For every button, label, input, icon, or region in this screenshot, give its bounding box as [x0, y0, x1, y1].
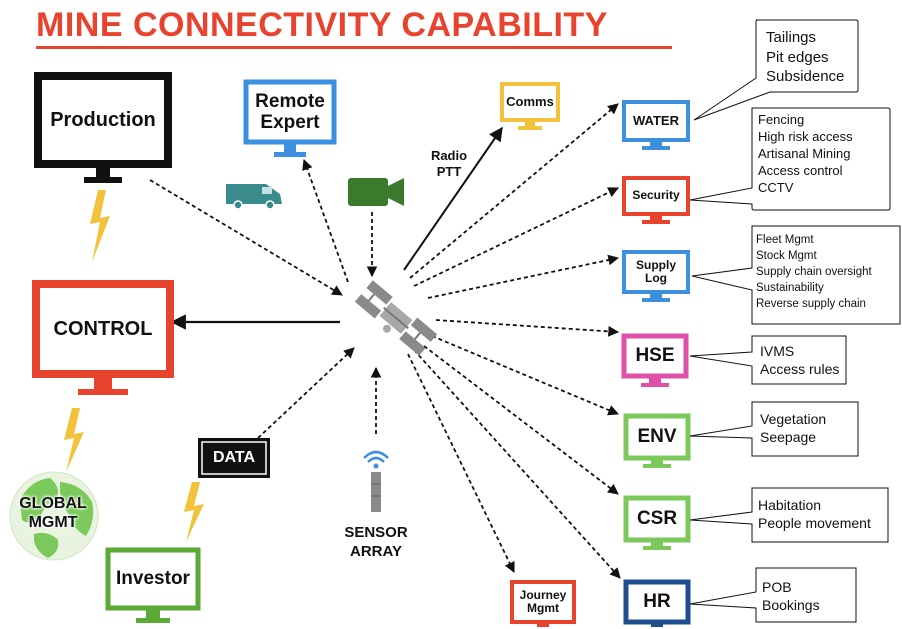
- monitor-csr: [623, 495, 691, 550]
- connector-satellite-hse: [435, 319, 620, 337]
- satellite-icon: [354, 280, 438, 356]
- lightning-icon: [90, 190, 110, 262]
- connector-data-satellite: [257, 347, 355, 439]
- callout-item: Artisanal Mining: [758, 145, 851, 161]
- van-icon: [226, 184, 282, 210]
- callout-item: Bookings: [762, 597, 820, 614]
- monitor-control: [32, 280, 174, 395]
- callout-water-bubble: [693, 19, 859, 121]
- callout-item: Habitation: [758, 497, 822, 513]
- callout-item: Subsidence: [766, 68, 845, 85]
- node-global-mgmt-label: GLOBAL MGMT: [19, 495, 87, 532]
- callout-hr-bubble: [689, 567, 857, 623]
- node-production-label: Production: [50, 108, 156, 131]
- callout-item: Pit edges: [766, 48, 829, 66]
- callout-env-bubble: [689, 401, 859, 457]
- connector-satellite-security: [413, 187, 619, 287]
- callout-hr-text: POB Bookings: [762, 578, 820, 614]
- title-underline: [36, 46, 672, 49]
- connectors: [149, 103, 621, 579]
- connector-satellite-remote-expert: [302, 158, 349, 283]
- callout-csr-text: Habitation People movement: [758, 496, 871, 532]
- callout-item: POB: [762, 579, 792, 595]
- node-remote-expert-label: Remote Expert: [255, 90, 325, 133]
- monitor-hr: [623, 579, 691, 627]
- monitor-comms: [500, 82, 560, 130]
- node-control-label: CONTROL: [53, 317, 153, 340]
- connector-satellite-env: [431, 335, 619, 416]
- monitor-security: [622, 176, 690, 224]
- monitor-hse: [621, 333, 689, 387]
- callout-item: Access control: [758, 162, 843, 178]
- lightning-icons: [64, 190, 204, 542]
- monitor-data: [198, 438, 270, 478]
- callout-hse-text: IVMS Access rules: [760, 342, 839, 378]
- callout-item: Fleet Mgmt: [756, 234, 814, 246]
- callout-item: High risk access: [758, 128, 853, 144]
- lightning-icon: [184, 482, 204, 542]
- node-env-label: ENV: [637, 426, 677, 448]
- node-water-label: WATER: [633, 112, 679, 128]
- callout-item: CCTV: [758, 179, 794, 195]
- wifi-sensor-icon: [363, 450, 389, 512]
- node-hr-label: HR: [643, 591, 671, 613]
- monitor-production: [34, 72, 172, 183]
- callout-security-bubble: [689, 107, 891, 211]
- callout-item: People movement: [758, 515, 871, 532]
- callout-item: IVMS: [760, 343, 795, 359]
- connector-satellite-csr: [423, 345, 619, 495]
- monitor-journey-mgmt: [510, 580, 576, 627]
- node-data-label: DATA: [212, 449, 256, 467]
- monitor-water: [622, 100, 690, 150]
- monitor-env: [623, 413, 691, 468]
- callout-item: Fencing: [758, 112, 805, 127]
- radio-ptt-label: Radio PTT: [430, 148, 468, 180]
- connector-satellite-supply-log: [427, 254, 620, 299]
- callout-item: Access rules: [760, 361, 840, 378]
- monitor-remote-expert: [243, 79, 337, 157]
- monitor-supply-log: [622, 250, 690, 302]
- callout-item: Supply chain oversight: [756, 266, 872, 279]
- callout-item: Sustainability: [756, 282, 824, 295]
- sensor-array-label: SENSOR ARRAY: [344, 524, 408, 560]
- callout-supply-log-text: Fleet Mgmt Stock Mgmt Supply chain overs…: [756, 232, 872, 312]
- callout-env-text: Vegetation Seepage: [760, 410, 826, 446]
- node-hse-label: HSE: [635, 345, 675, 367]
- callout-item: Reverse supply chain: [756, 298, 866, 311]
- video-camera-icon: [348, 178, 404, 206]
- connector-satellite-hr: [413, 349, 621, 579]
- monitor-investor: [105, 547, 201, 623]
- node-journey-mgmt-label: Journey Mgmt: [519, 587, 567, 615]
- callout-item: Stock Mgmt: [756, 250, 817, 263]
- callout-csr-bubble: [689, 487, 889, 543]
- globe-icon: [9, 471, 99, 561]
- node-comms-label: Comms: [506, 93, 554, 109]
- node-investor-label: Investor: [116, 568, 190, 590]
- diagram-title: MINE CONNECTIVITY CAPABILITY: [36, 6, 608, 44]
- callout-item: Vegetation: [760, 411, 827, 427]
- callout-item: Seepage: [760, 429, 817, 446]
- node-security-label: Security: [632, 188, 680, 203]
- callout-water-text: Tailings Pit edges Subsidence: [766, 28, 844, 87]
- connector-satellite-comms: [403, 126, 503, 271]
- callout-supply-log-bubble: [691, 225, 901, 325]
- callout-item: Tailings: [766, 29, 817, 46]
- lightning-icon: [64, 408, 84, 472]
- connector-satellite-journey-mgmt: [407, 353, 515, 573]
- callout-hse-bubble: [689, 335, 847, 385]
- callout-security-text: Fencing High risk access Artisanal Minin…: [758, 112, 853, 196]
- connector-satellite-water: [409, 103, 619, 279]
- node-csr-label: CSR: [636, 508, 678, 530]
- node-supply-log-label: Supply Log: [635, 257, 676, 285]
- callouts: [689, 19, 901, 623]
- connector-production-satellite: [149, 179, 343, 296]
